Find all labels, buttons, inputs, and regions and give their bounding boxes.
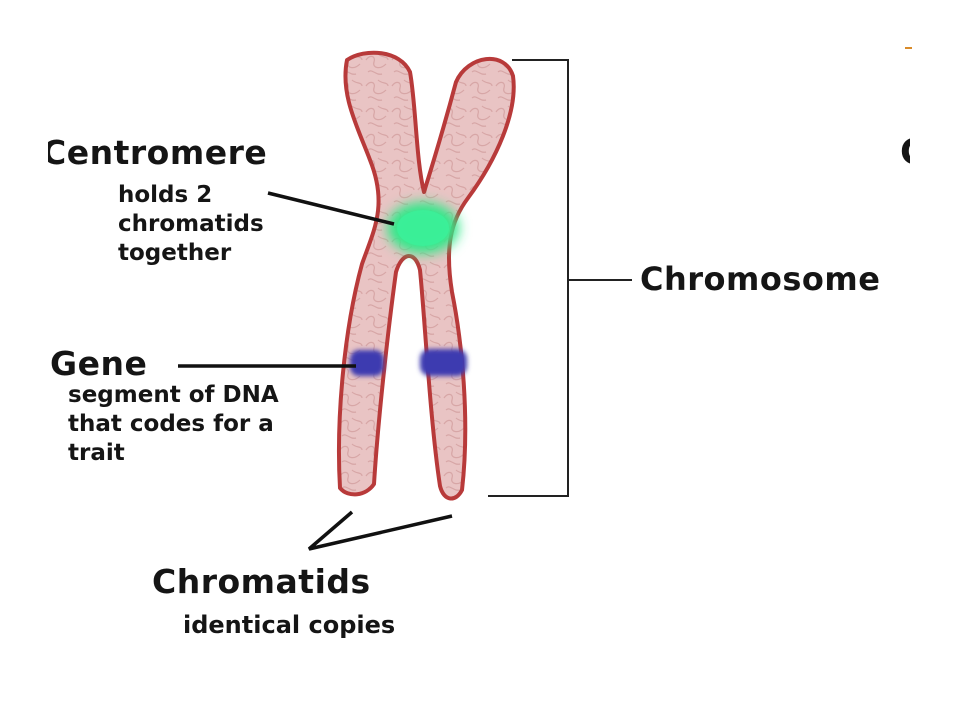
- gene-band-left: [350, 350, 384, 376]
- gene-band-right: [420, 349, 467, 376]
- centromere-pointer-line: [267, 191, 395, 226]
- edge-clip: C: [896, 132, 910, 180]
- chromosome-bracket: [488, 59, 569, 497]
- centromere-description: holds 2 chromatids together: [118, 182, 264, 266]
- chromosome-body: [337, 50, 516, 501]
- gene-description: segment of DNA that codes for a trait: [68, 382, 279, 466]
- chromatids-description: identical copies: [183, 611, 396, 639]
- centromere-core: [397, 210, 449, 246]
- chromatids-title: Chromatids: [152, 562, 371, 601]
- gene-title: Gene: [50, 344, 148, 383]
- chromatids-pointer-lines: [307, 510, 453, 551]
- centromere-title: Centromere: [48, 133, 268, 172]
- chromosome-title: Chromosome: [640, 260, 881, 298]
- edge-letter-fragment: C: [900, 132, 910, 173]
